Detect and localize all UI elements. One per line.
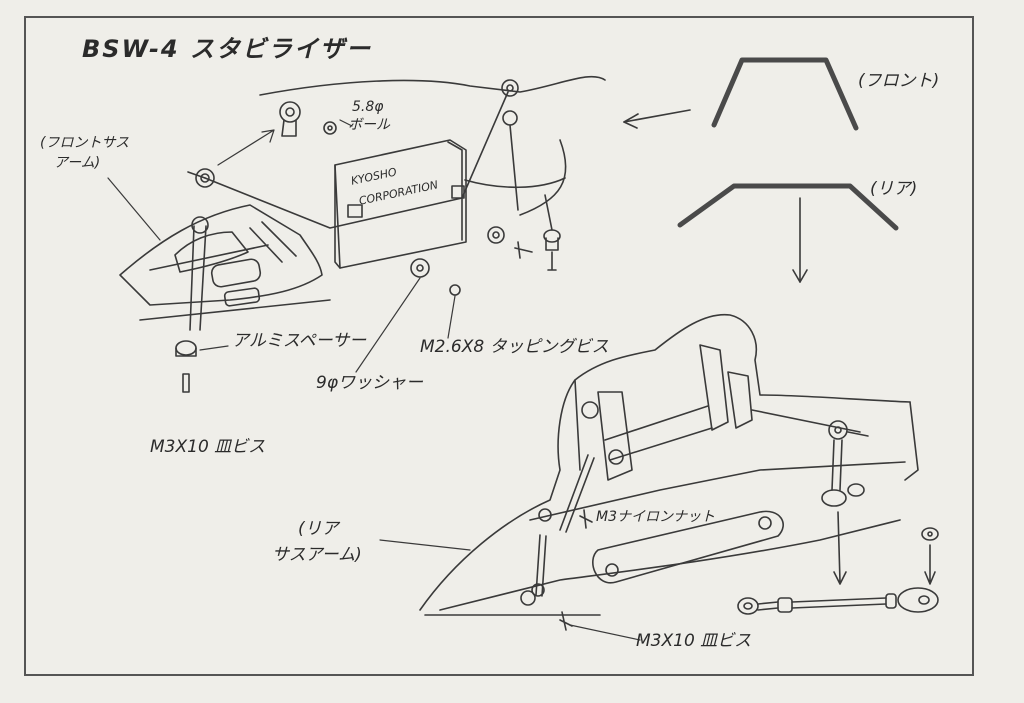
direction-arrow-left <box>623 109 691 129</box>
page-title: BSW-4 スタビライザー <box>82 35 372 63</box>
washer-label: 9φワッシャー <box>316 373 424 393</box>
front-arm-label-line2: アーム) <box>54 155 101 171</box>
drawing-frame <box>24 16 974 676</box>
front-suspension-arm-drawing <box>119 204 331 321</box>
rear-arm-label-line2: サスアーム) <box>272 545 362 565</box>
rear-leader-lines <box>379 539 641 641</box>
nylon-nut-label: M3ナイロンナット <box>596 509 715 525</box>
rear-screw-label: M3X10 皿ビス <box>636 631 752 651</box>
rear-bar-shape <box>677 183 899 231</box>
rear-arm-label-line1: (リア <box>298 519 339 539</box>
rear-chassis-drawing <box>419 313 919 616</box>
ball-label: ボール <box>348 117 390 133</box>
rear-shape-label: (リア) <box>870 179 918 199</box>
rear-plate <box>592 510 784 584</box>
kyosho-box <box>334 139 467 269</box>
tapping-screw-label: M2.6X8 タッピングビス <box>420 337 609 357</box>
front-hardware <box>175 79 561 393</box>
ball-size-label: 5.8φ <box>352 99 384 115</box>
front-shape-label: (フロント) <box>858 71 940 91</box>
front-bar-shape <box>711 57 859 131</box>
spacer-label: アルミスペーサー <box>232 331 367 351</box>
front-arm-label-line1: (フロントサス <box>40 135 130 151</box>
front-screw-label: M3X10 皿ビス <box>150 437 266 457</box>
front-leader-lines <box>107 119 456 373</box>
front-chassis-outline <box>259 75 606 216</box>
direction-arrow-down <box>792 197 808 283</box>
rear-hardware <box>520 401 939 631</box>
